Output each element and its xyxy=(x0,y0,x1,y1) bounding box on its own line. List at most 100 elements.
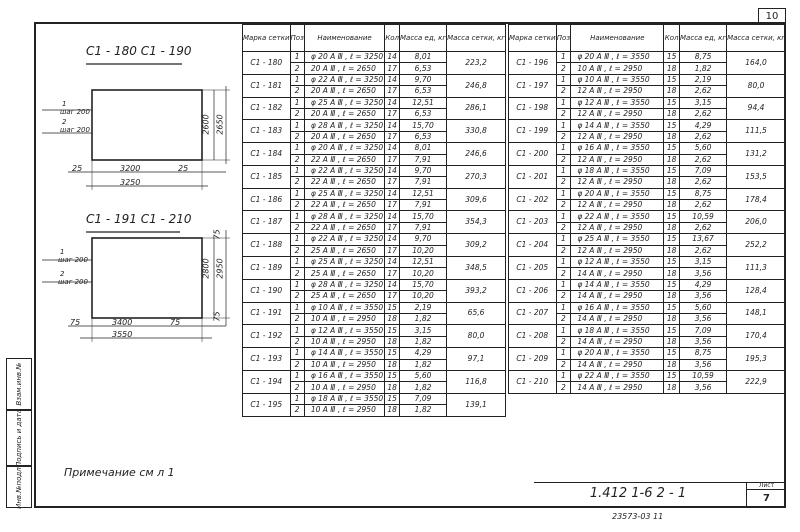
unit-mass: 7,09 xyxy=(679,324,728,337)
bar-description: 10 А Ⅲ , ℓ = 2950 xyxy=(303,335,386,349)
position: 2 xyxy=(289,267,305,280)
quantity: 18 xyxy=(663,85,681,98)
mesh-mark: С1 - 202 xyxy=(508,187,557,212)
quantity: 15 xyxy=(663,96,681,109)
mesh-mass: 270,3 xyxy=(446,164,506,189)
spec-table-left: Марка сетки Поз Наименование Кол Масса е… xyxy=(242,24,506,417)
bar-description: φ 14 А Ⅲ , ℓ = 3550 xyxy=(570,278,665,292)
position: 1 xyxy=(289,142,305,155)
mesh-mark: С1 - 184 xyxy=(242,142,291,166)
unit-mass: 2,62 xyxy=(679,176,728,189)
unit-mass: 7,91 xyxy=(398,199,448,212)
mesh-mass: 139,1 xyxy=(446,392,506,417)
mesh-mark: С1 - 181 xyxy=(242,73,291,98)
unit-mass: 1,82 xyxy=(398,335,448,349)
position: 2 xyxy=(289,312,305,326)
bar-description: 12 А Ⅲ , ℓ = 2950 xyxy=(570,153,665,166)
unit-mass: 4,29 xyxy=(398,347,448,360)
mesh-mark: С1 - 206 xyxy=(508,278,557,303)
unit-mass: 10,59 xyxy=(679,210,728,223)
position: 1 xyxy=(289,96,305,109)
bar-description: 10 А Ⅲ , ℓ = 2950 xyxy=(570,62,665,75)
sheet-label: Лист xyxy=(747,482,786,490)
dim-height-inner: 2800 xyxy=(201,258,211,279)
bar-description: 12 А Ⅲ , ℓ = 2950 xyxy=(570,176,665,189)
quantity: 17 xyxy=(384,153,400,166)
bar1-label: 1 xyxy=(62,100,67,108)
quantity: 15 xyxy=(384,369,400,383)
unit-mass: 5,60 xyxy=(398,369,448,383)
position: 1 xyxy=(555,369,572,383)
unit-mass: 8,75 xyxy=(679,187,728,201)
bar-description: 14 А Ⅲ , ℓ = 2950 xyxy=(570,312,665,326)
unit-mass: 3,56 xyxy=(679,381,728,394)
position: 1 xyxy=(289,119,305,132)
mesh-mass: 97,1 xyxy=(446,347,506,371)
position: 1 xyxy=(555,324,572,337)
drawing-title-top: С1 - 180 С1 - 190 xyxy=(86,44,192,58)
quantity: 14 xyxy=(384,210,400,223)
position: 1 xyxy=(289,301,305,315)
header-mass-unit: Масса ед, кг xyxy=(679,24,728,52)
mesh-mass: 131,2 xyxy=(726,142,786,166)
mesh-mark: С1 - 195 xyxy=(242,392,291,417)
quantity: 15 xyxy=(384,324,400,337)
unit-mass: 15,70 xyxy=(398,210,448,223)
bar-description: 10 А Ⅲ , ℓ = 2950 xyxy=(303,381,386,394)
bar2-label: 2 xyxy=(62,118,67,126)
position: 2 xyxy=(555,62,572,75)
unit-mass: 12,51 xyxy=(398,256,448,269)
quantity: 17 xyxy=(384,267,400,280)
mesh-mark: С1 - 207 xyxy=(508,301,557,326)
unit-mass: 1,82 xyxy=(398,358,448,371)
bar-description: 12 А Ⅲ , ℓ = 2950 xyxy=(570,130,665,144)
unit-mass: 7,91 xyxy=(398,176,448,189)
position: 2 xyxy=(555,381,572,394)
bar-description: 22 А Ⅲ , ℓ = 2650 xyxy=(303,153,386,166)
unit-mass: 3,56 xyxy=(679,312,728,326)
quantity: 18 xyxy=(663,62,681,75)
mesh-drawing-bottom xyxy=(42,230,230,342)
unit-mass: 8,75 xyxy=(679,347,728,360)
unit-mass: 8,01 xyxy=(398,50,448,64)
unit-mass: 8,01 xyxy=(398,142,448,155)
quantity: 18 xyxy=(663,107,681,121)
side-stamp-field: Взам.инв.№ xyxy=(15,362,23,406)
bar-description: 12 А Ⅲ , ℓ = 2950 xyxy=(570,85,665,98)
bar-description: φ 25 А Ⅲ , ℓ = 3250 xyxy=(303,187,386,201)
page-number: 10 xyxy=(758,8,786,24)
mesh-mass: 354,3 xyxy=(446,210,506,235)
bar1-label: 1 xyxy=(60,248,65,256)
header-mark: Марка сетки xyxy=(508,24,557,52)
unit-mass: 8,75 xyxy=(679,50,728,64)
unit-mass: 3,15 xyxy=(679,256,728,269)
position: 2 xyxy=(555,221,572,235)
bar-description: 12 А Ⅲ , ℓ = 2950 xyxy=(570,221,665,235)
position: 2 xyxy=(555,358,572,371)
bar-description: φ 10 А Ⅲ , ℓ = 3550 xyxy=(570,73,665,87)
quantity: 15 xyxy=(663,187,681,201)
position: 1 xyxy=(555,164,572,178)
title-block xyxy=(534,482,786,508)
quantity: 18 xyxy=(663,312,681,326)
position: 1 xyxy=(289,187,305,201)
mesh-mark: С1 - 196 xyxy=(508,51,557,75)
position: 1 xyxy=(289,392,305,406)
position: 1 xyxy=(289,233,305,246)
position: 2 xyxy=(289,85,305,98)
mesh-mass: 153,5 xyxy=(726,164,786,189)
position: 2 xyxy=(289,335,305,349)
mesh-mass: 246,6 xyxy=(446,142,506,166)
bar-description: 10 А Ⅲ , ℓ = 2950 xyxy=(303,312,386,326)
bar2-step: шаг 200 xyxy=(58,278,88,286)
position: 1 xyxy=(555,142,572,155)
mesh-mass: 222,9 xyxy=(726,369,786,394)
bar-description: 14 А Ⅲ , ℓ = 2950 xyxy=(570,358,665,371)
quantity: 15 xyxy=(663,347,681,360)
position: 1 xyxy=(555,347,572,360)
